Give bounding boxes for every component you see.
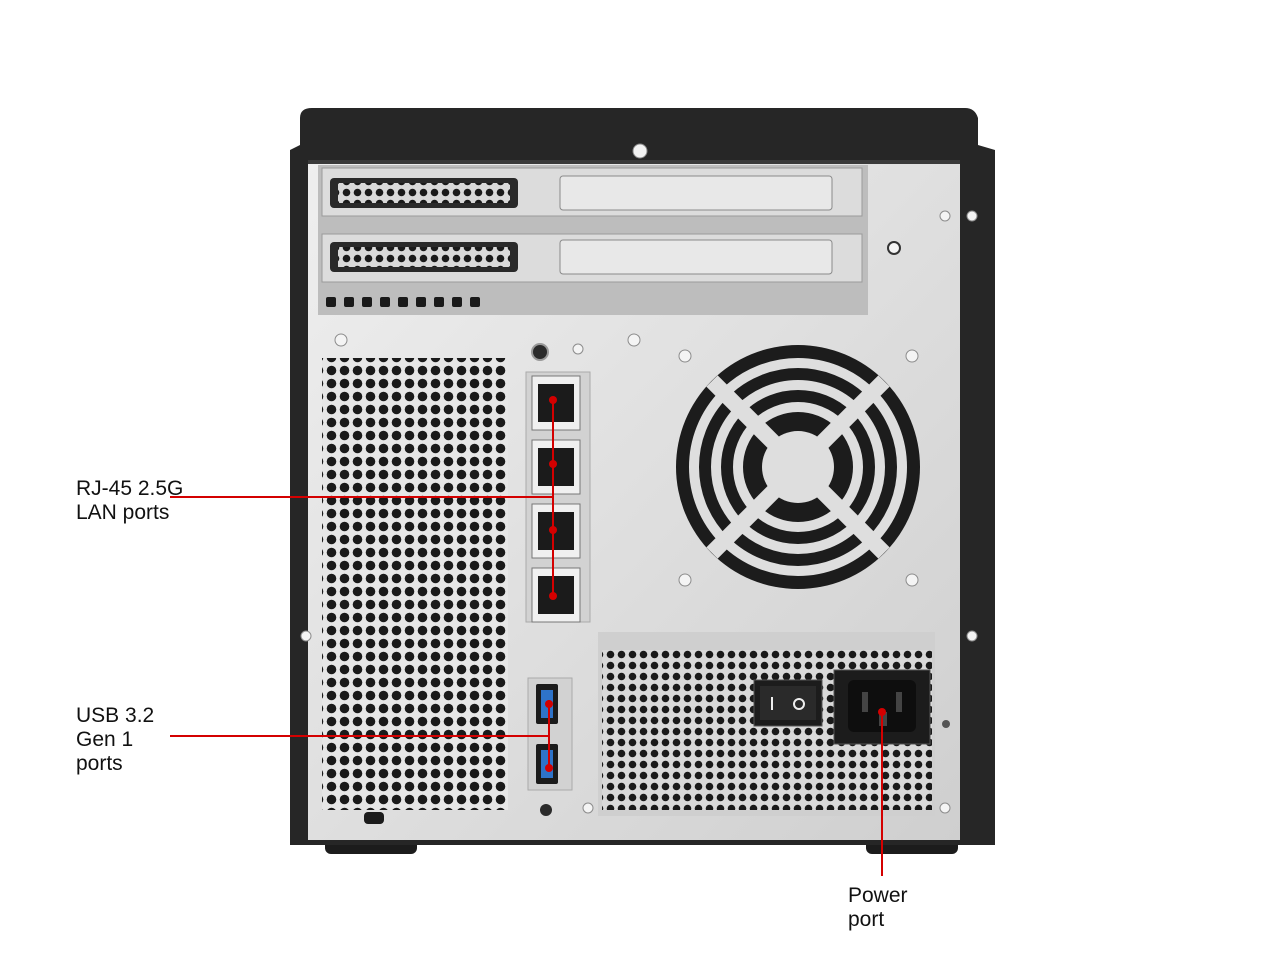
usb-dot-2 — [545, 764, 553, 772]
power-dot — [878, 708, 886, 716]
lan-dot-2 — [549, 460, 557, 468]
power-callout-label: Power port — [848, 884, 908, 931]
usb-callout-label: USB 3.2 Gen 1 ports — [76, 704, 155, 775]
callout-lines — [170, 398, 883, 876]
lan-dot-1 — [549, 396, 557, 404]
usb-dot-1 — [545, 700, 553, 708]
usb-port-2 — [536, 744, 558, 784]
cooling-fan — [676, 345, 920, 589]
lan-port-1 — [531, 375, 581, 431]
vent-grille — [322, 358, 508, 810]
lan-callout-label: RJ-45 2.5G LAN ports — [76, 477, 184, 524]
lan-port-2 — [531, 439, 581, 495]
callout-dots — [545, 396, 886, 772]
lan-dot-3 — [549, 526, 557, 534]
lan-dot-4 — [549, 592, 557, 600]
top-screw — [632, 143, 648, 159]
